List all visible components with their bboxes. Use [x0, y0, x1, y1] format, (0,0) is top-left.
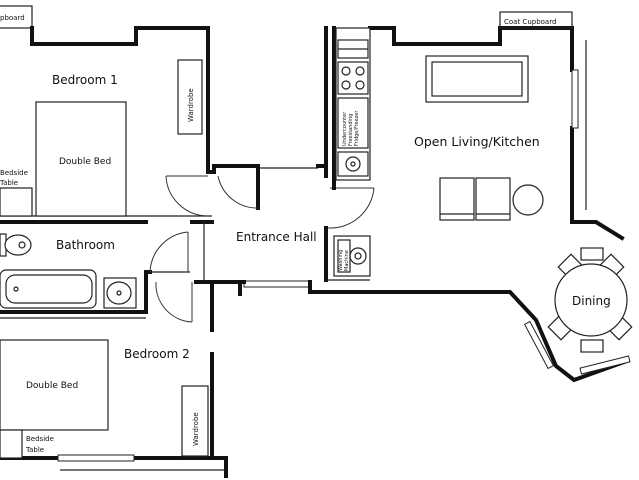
armchair-right: [475, 177, 511, 221]
coat-cupboard-label: Coat Cupboard: [504, 18, 556, 26]
undercounter-line3: Fridge/Freezer: [354, 110, 360, 146]
side-table: [512, 184, 544, 216]
cupboard-top-left: [0, 5, 33, 29]
bedside-table-2-line1: Bedside: [26, 435, 54, 443]
bedside-table-bedroom-1: [0, 187, 33, 217]
wardrobe-bedroom-1-label: Wardrobe: [187, 88, 195, 122]
toilet-inner: [18, 241, 26, 249]
coat-cupboard: [499, 11, 573, 29]
bathroom-walls: [0, 270, 190, 314]
oven: [337, 151, 369, 177]
sofa: [425, 55, 529, 103]
door-hall: [217, 175, 259, 209]
undercounter-line1: Undercounter: [342, 111, 348, 146]
door-bathroom: [149, 231, 189, 273]
double-bed-bedroom-1: [35, 101, 127, 217]
double-bed-bedroom-2-label: Double Bed: [26, 381, 78, 391]
undercounter-line2: Freestanding: [348, 114, 354, 146]
room-label-bathroom: Bathroom: [56, 238, 115, 252]
hob: [337, 61, 369, 95]
room-label-bedroom-2: Bedroom 2: [124, 347, 190, 361]
bedside-table-1-line2: Table: [0, 179, 18, 187]
door-bedroom-2: [155, 281, 193, 323]
cupboard-top-left-label: pboard: [0, 14, 25, 22]
washing-machine-line1: Washing: [338, 250, 344, 271]
kitchen-counter: [335, 27, 371, 181]
bedside-table-2-line2: Table: [25, 446, 44, 454]
double-bed-bedroom-2: [0, 339, 109, 431]
bathtub: [0, 269, 97, 309]
room-label-open-living-kitchen: Open Living/Kitchen: [414, 134, 540, 149]
toilet-bowl: [4, 234, 32, 256]
dining-table: [554, 263, 628, 337]
room-label-bedroom-1: Bedroom 1: [52, 73, 118, 87]
door-bedroom-1: [165, 175, 209, 217]
dining-set: [547, 247, 633, 353]
wardrobe-bedroom-2: [181, 385, 209, 457]
room-label-entrance-hall: Entrance Hall: [236, 230, 317, 244]
washing-machine: [333, 235, 371, 277]
wardrobe-bedroom-1: [177, 59, 203, 135]
wardrobe-bedroom-2-label: Wardrobe: [192, 412, 200, 446]
room-label-dining: Dining: [572, 294, 611, 308]
double-bed-bedroom-1-label: Double Bed: [59, 157, 111, 167]
fridge-freezer: [337, 97, 369, 149]
entrance-hall-walls: [203, 164, 328, 288]
washing-machine-line2: Machine: [344, 250, 350, 271]
door-living: [327, 187, 375, 229]
bedside-table-bedroom-2: [0, 429, 23, 459]
bedside-table-1-line1: Bedside: [0, 169, 28, 177]
armchair-left: [439, 177, 475, 221]
basin: [106, 281, 132, 305]
